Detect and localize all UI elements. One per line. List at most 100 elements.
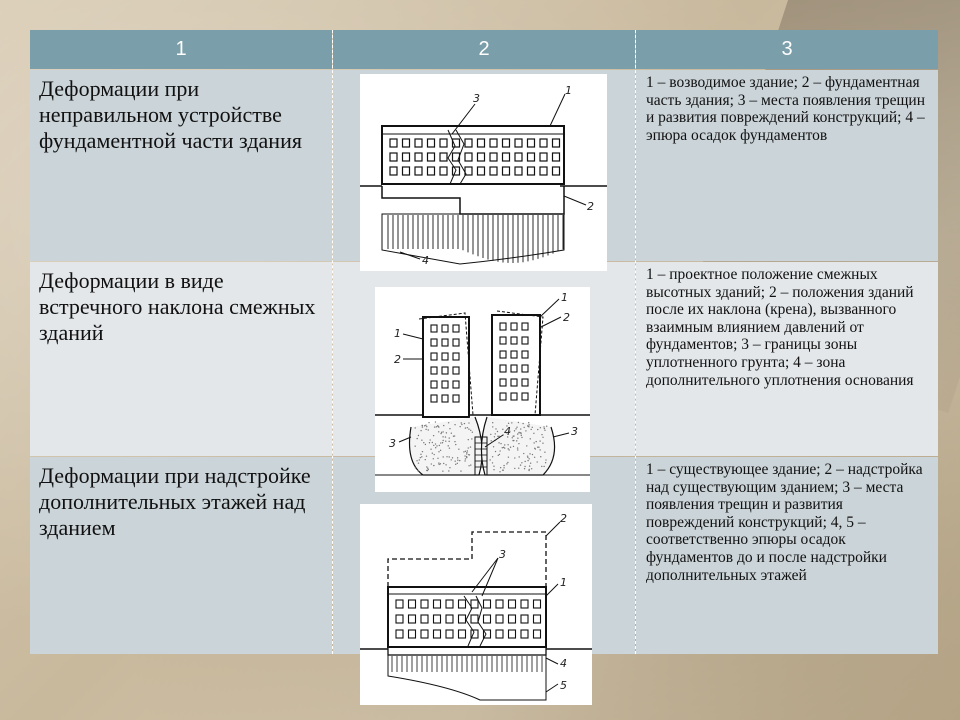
row-3-description: 1 – существующее здание; 2 – надстройка … [636, 457, 938, 584]
window [390, 153, 397, 161]
window [465, 139, 472, 147]
soil-dot [426, 470, 427, 471]
soil-dot [465, 427, 466, 428]
window [534, 600, 541, 608]
soil-dot [425, 459, 426, 460]
window [415, 153, 422, 161]
soil-dot [508, 449, 509, 450]
window [540, 139, 547, 147]
soil-dot [523, 427, 524, 428]
soil-dot [530, 438, 531, 439]
soil-dot [457, 463, 458, 464]
soil-dot [529, 465, 530, 466]
soil-dot [500, 443, 501, 444]
window [453, 395, 459, 402]
soil-dot [414, 427, 415, 428]
soil-dot [535, 441, 536, 442]
window [522, 337, 528, 344]
soil-dot [521, 435, 522, 436]
fig2-label-2-right: 2 [563, 311, 570, 324]
window [440, 167, 447, 175]
window [511, 323, 517, 330]
window [431, 353, 437, 360]
soil-dot [532, 454, 533, 455]
soil-dot [493, 466, 494, 467]
soil-dot [440, 442, 441, 443]
soil-dot [518, 456, 519, 457]
soil-dot [454, 441, 455, 442]
soil-dot [464, 455, 465, 456]
window [390, 167, 397, 175]
header-col-1: 1 [30, 30, 332, 69]
soil-dot [508, 423, 509, 424]
soil-dot [521, 437, 522, 438]
row-2-desc-cell: 1 – проектное положение смежных высотных… [636, 262, 938, 456]
fig2-label-2-left: 2 [394, 353, 401, 366]
window [522, 323, 528, 330]
soil-dot [470, 464, 471, 465]
window [442, 339, 448, 346]
window [453, 353, 459, 360]
soil-dot [541, 466, 542, 467]
soil-dot [497, 431, 498, 432]
soil-dot [524, 461, 525, 462]
soil-dot [528, 458, 529, 459]
soil-dot [438, 462, 439, 463]
soil-dot [518, 467, 519, 468]
column-divider [332, 30, 334, 654]
soil-dot [430, 449, 431, 450]
soil-dot [442, 431, 443, 432]
soil-dot [433, 465, 434, 466]
soil-dot [534, 448, 535, 449]
soil-dot [457, 460, 458, 461]
window [503, 167, 510, 175]
column-divider [635, 30, 637, 654]
soil-dot [418, 435, 419, 436]
window [511, 379, 517, 386]
soil-dot [514, 457, 515, 458]
soil-dot [514, 468, 515, 469]
soil-dot [463, 451, 464, 452]
soil-dot [528, 426, 529, 427]
soil-dot [545, 462, 546, 463]
soil-dot [515, 428, 516, 429]
header-col-2: 2 [333, 30, 635, 69]
soil-dot [520, 428, 521, 429]
window [496, 630, 503, 638]
soil-dot [468, 428, 469, 429]
row-1-description: 1 – возводимое здание; 2 – фундаментная … [636, 70, 938, 144]
soil-dot [533, 433, 534, 434]
fig3-label-5: 5 [560, 679, 567, 692]
soil-dot [495, 428, 496, 429]
soil-dot [520, 432, 521, 433]
window [540, 153, 547, 161]
window [453, 381, 459, 388]
window [478, 139, 485, 147]
soil-dot [445, 436, 446, 437]
soil-dot [452, 457, 453, 458]
soil-dot [534, 457, 535, 458]
window [534, 630, 541, 638]
soil-dot [425, 444, 426, 445]
soil-dot [429, 439, 430, 440]
fig2-label-3-right: 3 [571, 425, 578, 438]
fig1-label-1: 1 [565, 84, 572, 97]
window [500, 351, 506, 358]
soil-dot [433, 458, 434, 459]
soil-dot [448, 445, 449, 446]
soil-dot [524, 468, 525, 469]
soil-dot [455, 464, 456, 465]
soil-dot [442, 456, 443, 457]
soil-dot [468, 439, 469, 440]
fig2-label-1-right: 1 [561, 291, 568, 304]
soil-dot [538, 446, 539, 447]
soil-dot [500, 467, 501, 468]
soil-dot [426, 426, 427, 427]
window [553, 153, 560, 161]
fig2-label-3-left: 3 [389, 437, 396, 450]
soil-dot [422, 425, 423, 426]
soil-dot [414, 445, 415, 446]
window [434, 600, 441, 608]
soil-dot [449, 456, 450, 457]
soil-dot [425, 425, 426, 426]
